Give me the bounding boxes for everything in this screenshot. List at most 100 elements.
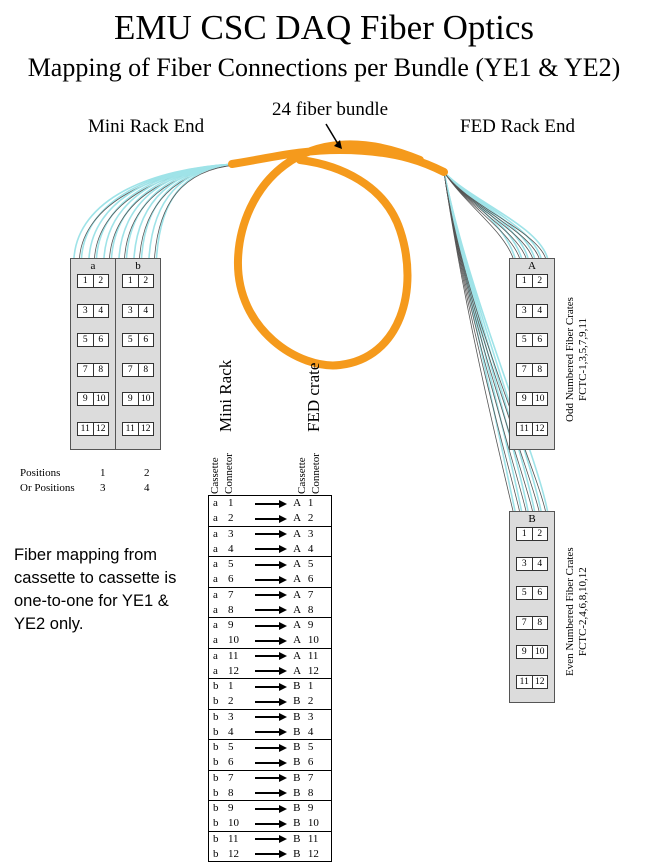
mapping-note: Fiber mapping from cassette to cassette … xyxy=(14,546,177,633)
connector-number: 4 xyxy=(98,305,104,316)
connector-number: 10 xyxy=(141,394,151,405)
connector-number: 4 xyxy=(537,558,543,569)
to-connector-cell: 3 xyxy=(307,708,332,725)
to-cassette-cell: B xyxy=(293,677,308,694)
col-header-cassette: Cassette xyxy=(296,457,308,494)
arrow-cell xyxy=(255,724,293,739)
arrow-cell xyxy=(255,769,294,786)
left-fiber-fanout xyxy=(73,163,237,259)
connector-number: 11 xyxy=(517,423,533,435)
even-crates-label: Even Numbered Fiber Crates FCTC-2,4,6,8,… xyxy=(564,547,590,676)
to-connector-cell: 2 xyxy=(307,510,332,526)
mini-rack-end-label: Mini Rack End xyxy=(88,116,205,137)
connector-number: 5 xyxy=(123,334,139,347)
connector-number: 12 xyxy=(141,424,151,434)
to-connector-cell: 1 xyxy=(307,494,332,511)
connector-number: 11 xyxy=(517,676,533,688)
to-connector-cell: 1 xyxy=(307,677,332,694)
from-cassette-cell: b xyxy=(207,708,228,725)
to-connector-cell: 6 xyxy=(307,754,332,770)
from-connector-cell: 9 xyxy=(227,799,256,816)
arrow-cell xyxy=(255,511,293,526)
right-arrow-icon xyxy=(255,834,288,844)
right-fiber-fanout xyxy=(443,171,549,512)
fiber-bundle-loop xyxy=(228,140,448,370)
col-header-connector: Connetor xyxy=(223,453,235,494)
right-arrow-icon xyxy=(255,773,288,783)
connector-number: 1 xyxy=(123,275,139,287)
to-connector-cell: 2 xyxy=(307,693,332,709)
right-arrow-icon xyxy=(255,636,288,646)
from-cassette-cell: a xyxy=(207,586,228,603)
to-connector-cell: 9 xyxy=(307,616,332,633)
connector-number: 9 xyxy=(123,393,139,406)
to-cassette-cell: B xyxy=(293,799,308,816)
from-connector-cell: 10 xyxy=(227,817,239,830)
arrow-cell xyxy=(255,694,293,709)
to-connector-cell: 12 xyxy=(307,846,332,862)
from-cassette-cell: a xyxy=(207,494,228,511)
right-arrow-icon xyxy=(255,804,288,814)
from-connector-cell: 12 xyxy=(227,846,256,862)
page-subtitle: Mapping of Fiber Connections per Bundle … xyxy=(27,53,621,82)
to-cassette-cell: A xyxy=(293,586,308,603)
from-cassette-cell: a xyxy=(207,647,228,664)
to-cassette-cell: B xyxy=(293,830,308,847)
connector-number: 10 xyxy=(535,647,545,658)
connector-number: 6 xyxy=(537,588,543,599)
arrow-cell xyxy=(255,572,293,587)
to-cassette-cell: A xyxy=(293,525,308,542)
odd-crates-label: Odd Numbered Fiber Crates FCTC-1,3,5,7,9… xyxy=(564,297,590,422)
right-arrow-icon xyxy=(255,758,288,768)
from-connector-cell: 9 xyxy=(227,616,256,633)
to-connector-cell: 11 xyxy=(307,830,332,847)
right-arrow-icon xyxy=(255,743,288,753)
right-arrow-icon xyxy=(255,727,288,737)
right-arrow-icon xyxy=(255,697,288,707)
from-cassette-cell: a xyxy=(207,571,228,587)
connector-number: 3 xyxy=(517,557,533,570)
from-connector-cell: 3 xyxy=(227,708,256,725)
connector-number: 9 xyxy=(78,393,94,406)
to-connector-cell: 9 xyxy=(307,799,332,816)
connector-number: 3 xyxy=(78,304,94,317)
connector-number: 1 xyxy=(517,528,533,540)
arrow-cell xyxy=(255,785,293,800)
from-cassette-cell: b xyxy=(207,738,228,755)
connector-number: 8 xyxy=(537,364,543,375)
connector-number: 11 xyxy=(123,423,139,435)
from-connector-cell: 4 xyxy=(227,725,234,738)
from-connector-cell: 8 xyxy=(227,786,234,799)
arrow-cell xyxy=(255,830,294,847)
position-value: 1 xyxy=(100,467,106,479)
arrow-cell xyxy=(255,525,294,542)
position-value: 3 xyxy=(100,482,106,494)
from-connector-cell: 6 xyxy=(227,573,234,586)
connector-number: 6 xyxy=(143,335,149,346)
from-cassette-cell: b xyxy=(207,846,228,862)
from-cassette-cell: a xyxy=(207,510,228,526)
to-connector-cell: 4 xyxy=(307,541,332,557)
from-connector-cell: 1 xyxy=(227,494,256,511)
connector-number: 10 xyxy=(535,394,545,405)
fed-crate-label: FED crate xyxy=(304,362,323,432)
connector-number: 4 xyxy=(537,305,543,316)
from-connector-cell: 6 xyxy=(227,756,234,769)
from-cassette-cell: b xyxy=(207,724,228,740)
arrow-cell xyxy=(255,555,294,572)
